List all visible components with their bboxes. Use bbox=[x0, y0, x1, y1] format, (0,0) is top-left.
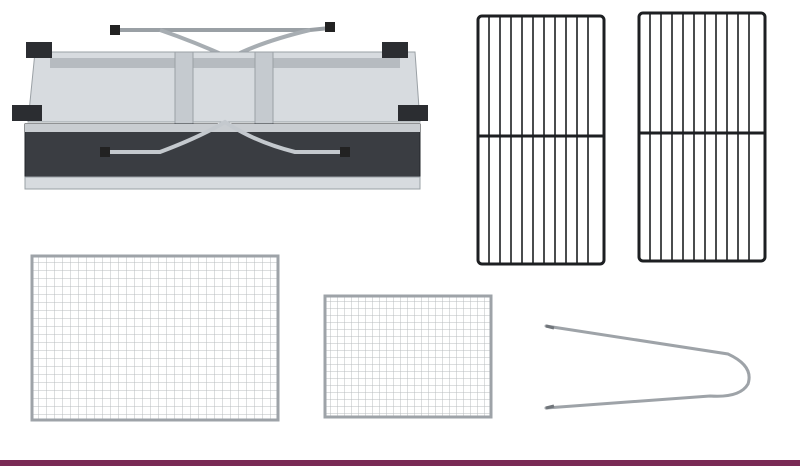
mesh-large bbox=[30, 254, 280, 422]
tongs bbox=[540, 318, 760, 414]
accent-band bbox=[0, 460, 800, 466]
folded-grill bbox=[10, 12, 440, 197]
cooling-rack-right bbox=[637, 11, 767, 263]
mesh-grate-icon bbox=[30, 254, 280, 422]
mesh-small bbox=[323, 294, 493, 419]
mesh-grate-icon bbox=[323, 294, 493, 419]
tongs-icon bbox=[544, 324, 751, 410]
wire-rack-icon bbox=[637, 11, 767, 263]
folded-bbq-grill-icon bbox=[12, 22, 428, 190]
wire-rack-icon bbox=[476, 14, 606, 266]
cooling-rack-left bbox=[476, 14, 606, 266]
